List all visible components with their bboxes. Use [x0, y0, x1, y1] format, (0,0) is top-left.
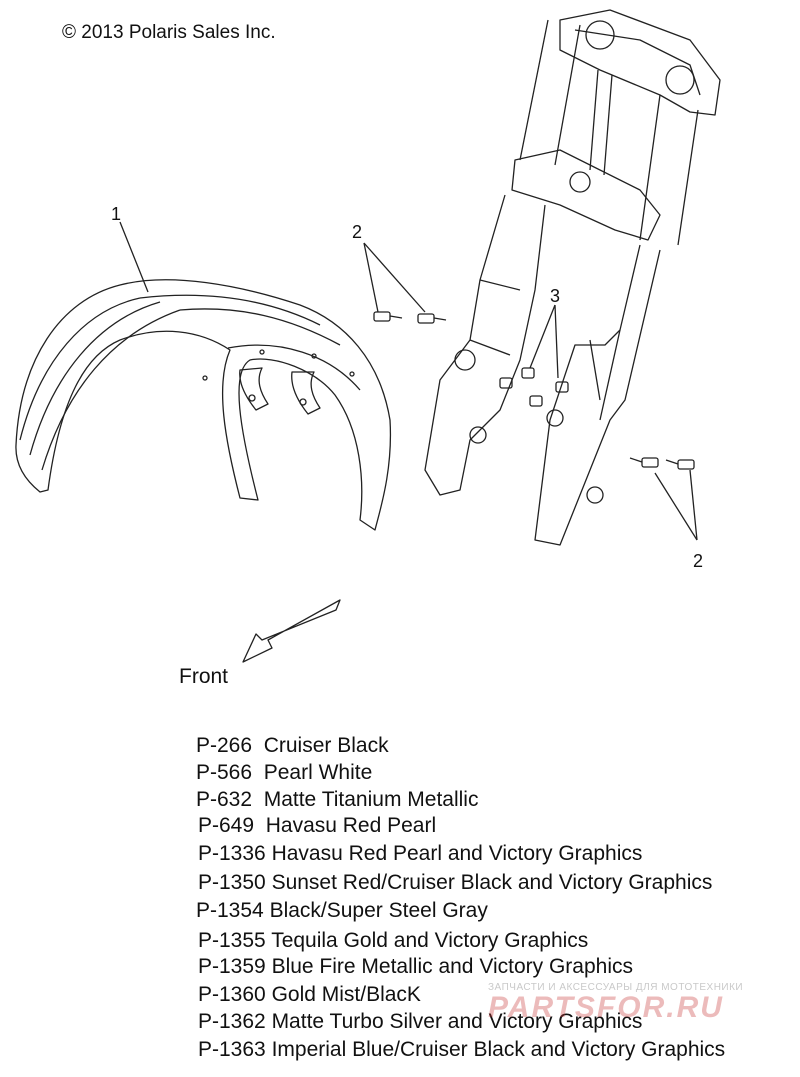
paint-code-row: P-649 Havasu Red Pearl [198, 814, 437, 837]
paint-code-row: P-1354 Black/Super Steel Gray [196, 899, 488, 922]
paint-code-row: P-1355 Tequila Gold and Victory Graphics [198, 929, 589, 952]
bolt-right-b [665, 459, 695, 470]
leader-line-2c [654, 472, 698, 541]
copyright-notice: © 2013 Polaris Sales Inc. [62, 22, 276, 43]
watermark-logo: PARTSFOR.RU [488, 991, 724, 1024]
paint-code-row: P-1360 Gold Mist/BlacK [198, 983, 421, 1006]
leader-line-2b [363, 242, 426, 313]
paint-code-row: P-1363 Imperial Blue/Cruiser Black and V… [198, 1038, 726, 1061]
paint-code-row: P-266 Cruiser Black [196, 734, 389, 757]
callout-3-nuts: 3 [550, 286, 561, 306]
bolt-left-a [373, 311, 403, 322]
paint-code-row: P-1362 Matte Turbo Silver and Victory Gr… [198, 1010, 643, 1033]
watermark-tagline: ЗАПЧАСТИ И АКСЕССУАРЫ ДЛЯ МОТОТЕХНИКИ [488, 982, 744, 993]
leader-line-1 [119, 221, 149, 293]
leader-line-3a [529, 304, 556, 369]
leader-line-2a [363, 242, 379, 313]
front-direction-arrow [242, 599, 341, 663]
front-fork-assembly [424, 9, 721, 546]
callout-2-bolts-left: 2 [352, 222, 363, 242]
callout-2-bolts-right: 2 [693, 551, 704, 571]
bolt-left-b [417, 313, 447, 324]
paint-code-row: P-1359 Blue Fire Metallic and Victory Gr… [198, 955, 633, 978]
nut-d [529, 395, 543, 407]
callout-1-fender: 1 [111, 204, 122, 224]
paint-code-row: P-566 Pearl White [196, 761, 373, 784]
exploded-parts-diagram [15, 9, 721, 663]
paint-code-row: P-1350 Sunset Red/Cruiser Black and Vict… [198, 871, 713, 894]
paint-code-row: P-1336 Havasu Red Pearl and Victory Grap… [198, 842, 643, 865]
nut-c [499, 377, 513, 389]
leader-line-2d [689, 469, 698, 541]
front-direction-label: Front [179, 665, 229, 688]
front-fender [15, 279, 392, 531]
paint-code-row: P-632 Matte Titanium Metallic [196, 788, 479, 811]
nut-a [521, 367, 535, 379]
bolt-right-a [629, 457, 659, 468]
site-watermark: ЗАПЧАСТИ И АКСЕССУАРЫ ДЛЯ МОТОТЕХНИКИ PA… [488, 982, 788, 1025]
leader-line-3b [554, 304, 559, 379]
